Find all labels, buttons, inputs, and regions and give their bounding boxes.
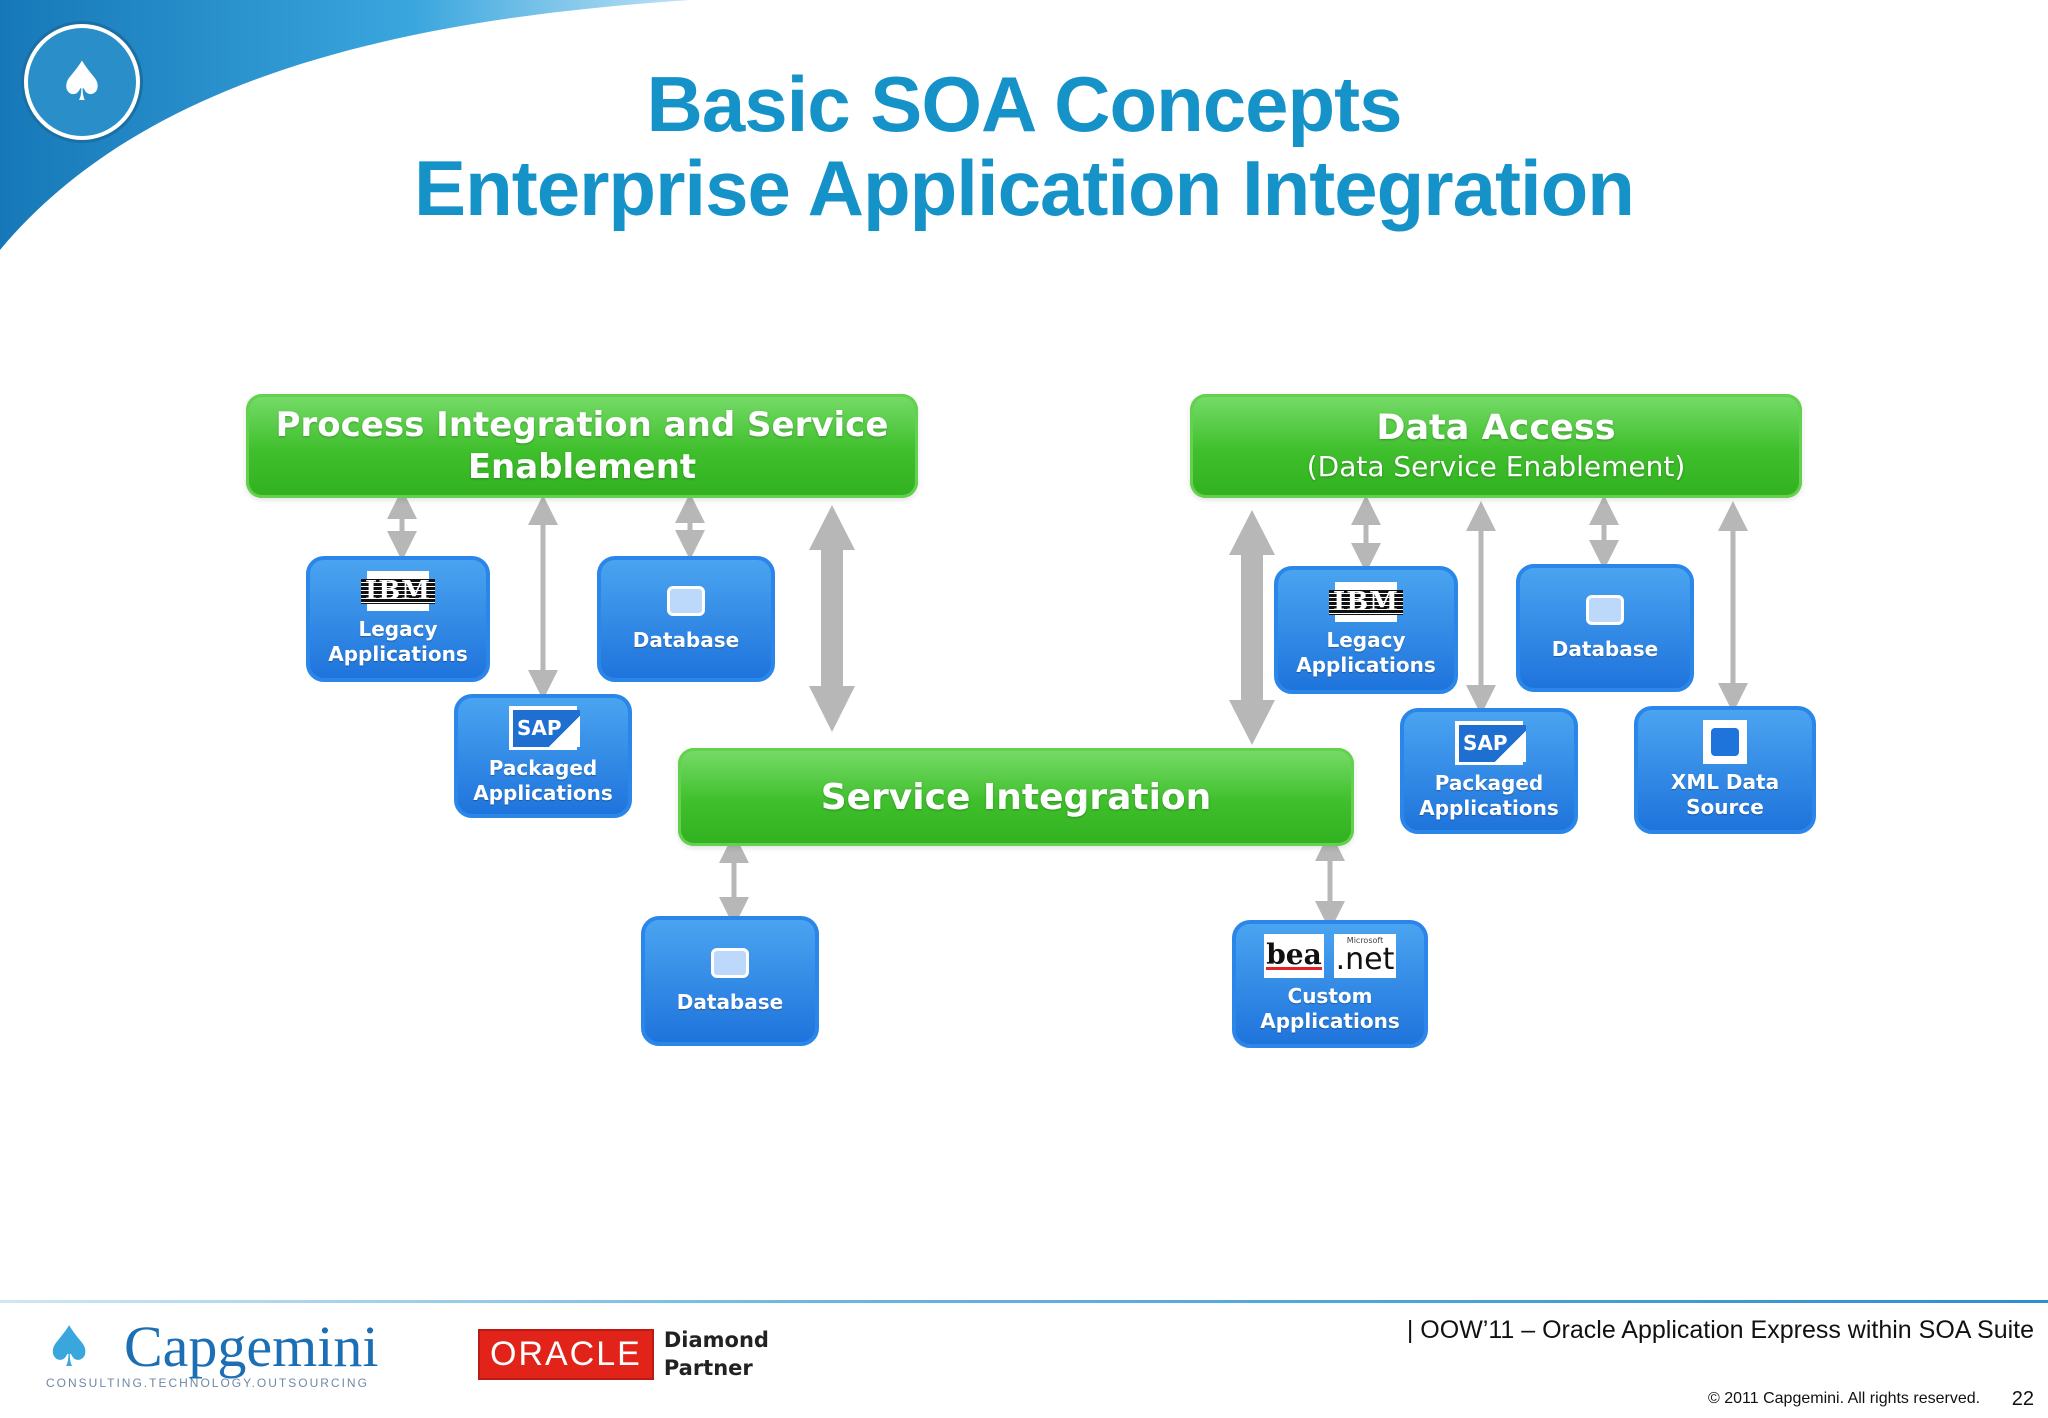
custom-label-line1: Custom: [1287, 984, 1373, 1008]
database-label: Database: [1551, 636, 1659, 661]
process-integration-label-line1: Process Integration and Service: [275, 405, 889, 445]
xml-label-line1: XML Data: [1670, 770, 1780, 794]
sap-logo: SAP: [509, 706, 580, 750]
dotnet-logo: Microsoft .net: [1334, 934, 1396, 978]
header-seal-logo: ♠: [24, 24, 140, 140]
thick-double-arrow: [1229, 510, 1275, 745]
capgemini-logo: ♠ Capgemini CONSULTING.TECHNOLOGY.OUTSOU…: [44, 1315, 379, 1396]
capgemini-tagline: CONSULTING.TECHNOLOGY.OUTSOURCING: [46, 1376, 369, 1390]
legacy-label-line2: Applications: [1296, 653, 1436, 677]
packaged-label-line1: Packaged: [1434, 771, 1544, 795]
bottom-database-box: Database: [641, 916, 819, 1046]
slide-title: Basic SOA Concepts: [646, 60, 1403, 148]
ibm-logo: IBM: [1329, 582, 1403, 622]
process-integration-label-line2: Enablement: [467, 447, 697, 487]
oracle-partner-logo: ORACLE Diamond Partner: [478, 1326, 769, 1382]
xml-label-line2: Source: [1686, 795, 1764, 819]
oracle-partner-line1: Diamond: [663, 1328, 769, 1352]
custom-applications-box: bea Microsoft .net Custom Applications: [1232, 920, 1428, 1048]
right-database-box: Database: [1516, 564, 1694, 692]
database-icon: [1586, 594, 1624, 625]
capgemini-wordmark: Capgemini: [124, 1314, 379, 1379]
left-database-box: Database: [597, 556, 775, 682]
packaged-label-line1: Packaged: [488, 756, 598, 780]
copyright-notice: © 2011 Capgemini. All rights reserved.: [1708, 1390, 1981, 1407]
service-integration-box: Service Integration: [678, 748, 1354, 846]
xml-document-icon: [1703, 720, 1747, 764]
bea-logo: bea: [1264, 934, 1324, 978]
thick-double-arrow: [809, 505, 855, 732]
legacy-label-line1: Legacy: [1326, 628, 1406, 652]
legacy-label-line1: Legacy: [358, 617, 438, 641]
packaged-label-line2: Applications: [1419, 796, 1559, 820]
legacy-label-line2: Applications: [328, 642, 468, 666]
spade-icon: ♠: [57, 50, 107, 113]
service-integration-label: Service Integration: [820, 776, 1212, 818]
footer-divider: [0, 1300, 2048, 1303]
left-legacy-applications-box: IBM Legacy Applications: [306, 556, 490, 682]
data-access-box: Data Access (Data Service Enablement): [1190, 394, 1802, 498]
header-swoosh: [0, 0, 690, 250]
event-title: | OOW’11 – Oracle Application Express wi…: [1406, 1316, 2034, 1344]
slide-subtitle: Enterprise Application Integration: [414, 144, 1635, 232]
data-access-sublabel: (Data Service Enablement): [1306, 450, 1686, 483]
data-access-label: Data Access: [1376, 408, 1616, 448]
page-number: 22: [2011, 1388, 2034, 1410]
database-label: Database: [632, 627, 740, 652]
right-packaged-applications-box: SAP Packaged Applications: [1400, 708, 1578, 834]
left-packaged-applications-box: SAP Packaged Applications: [454, 694, 632, 818]
oracle-wordmark: ORACLE: [478, 1328, 654, 1380]
right-legacy-applications-box: IBM Legacy Applications: [1274, 566, 1458, 694]
ibm-logo: IBM: [361, 571, 435, 611]
oracle-partner-line2: Partner: [663, 1356, 753, 1380]
database-icon: [711, 947, 749, 978]
xml-data-source-box: XML Data Source: [1634, 706, 1816, 834]
process-integration-box: Process Integration and Service Enableme…: [246, 394, 918, 498]
capgemini-spade-icon: ♠: [44, 1315, 95, 1380]
database-icon: [667, 585, 705, 616]
sap-logo: SAP: [1455, 721, 1526, 765]
packaged-label-line2: Applications: [473, 781, 613, 805]
custom-label-line2: Applications: [1260, 1009, 1400, 1033]
database-label: Database: [676, 989, 784, 1014]
